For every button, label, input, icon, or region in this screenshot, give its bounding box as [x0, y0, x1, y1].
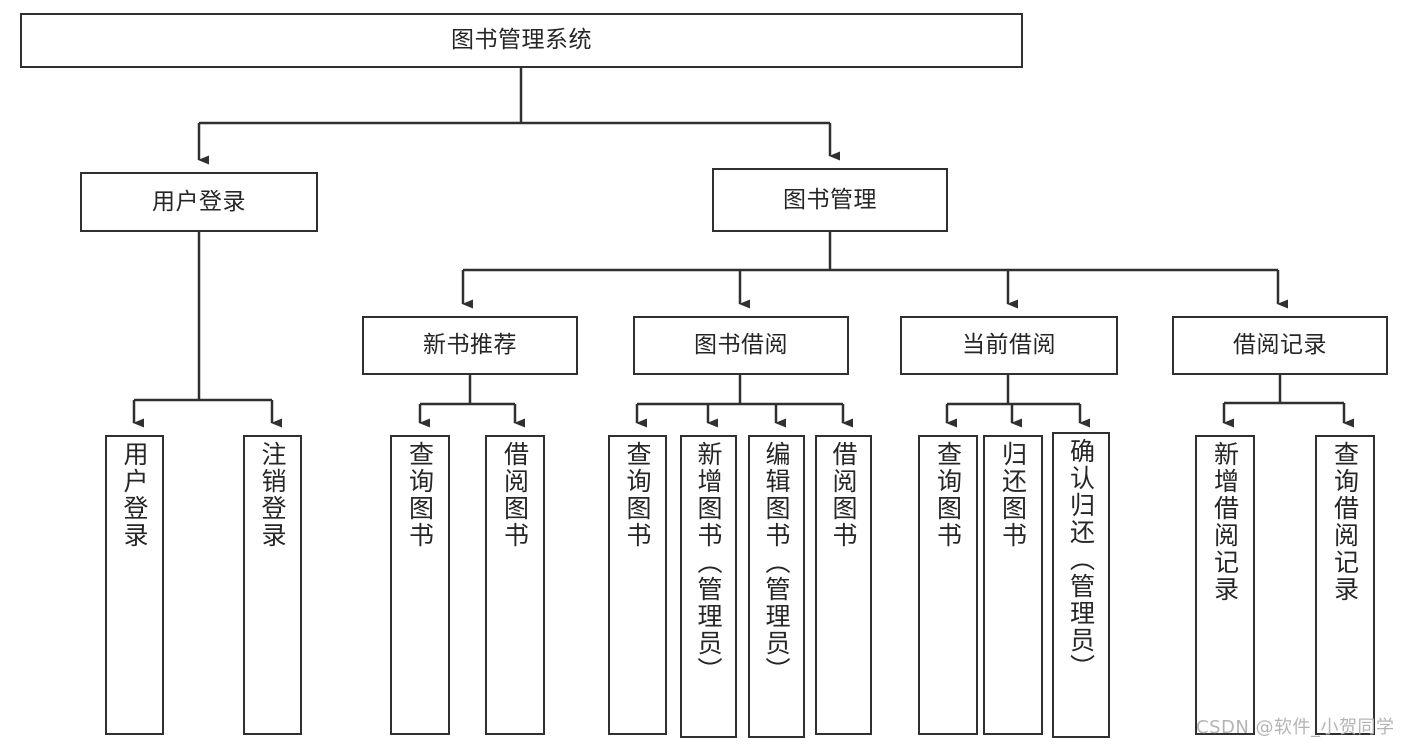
node-new-book-recommend[interactable]: 新书推荐	[362, 316, 578, 375]
node-label: 新书推荐	[423, 332, 517, 359]
leaf-add-book[interactable]: 新增图书（管理员）	[680, 435, 737, 738]
node-label: 新增借阅记录	[1210, 441, 1240, 603]
node-label: 借阅图书	[500, 441, 530, 549]
leaf-query-book-current[interactable]: 查询图书	[918, 435, 978, 735]
node-label: 图书借阅	[694, 332, 788, 359]
node-label: 用户登录	[120, 441, 149, 549]
leaf-query-book-recommend[interactable]: 查询图书	[390, 435, 450, 735]
node-label: 图书管理	[783, 186, 877, 213]
node-root-system[interactable]: 图书管理系统	[20, 13, 1023, 68]
node-label: 新增图书（管理员）	[694, 441, 723, 684]
node-label: 查询图书	[623, 441, 652, 549]
node-label: 用户登录	[152, 188, 246, 215]
node-book-borrow[interactable]: 图书借阅	[633, 316, 849, 375]
node-label: 归还图书	[998, 441, 1028, 549]
node-label: 查询图书	[933, 441, 963, 549]
leaf-edit-book[interactable]: 编辑图书（管理员）	[748, 435, 805, 738]
node-label: 编辑图书（管理员）	[762, 441, 791, 684]
node-current-borrow[interactable]: 当前借阅	[900, 316, 1118, 375]
leaf-return-book[interactable]: 归还图书	[983, 435, 1043, 735]
leaf-borrow-book-recommend[interactable]: 借阅图书	[485, 435, 545, 735]
leaf-user-logout[interactable]: 注销登录	[243, 435, 302, 735]
csdn-watermark: CSDN @软件_小贺同学	[1196, 717, 1395, 738]
node-label: 注销登录	[258, 441, 287, 549]
node-label: 借阅记录	[1233, 332, 1327, 359]
leaf-add-record[interactable]: 新增借阅记录	[1195, 435, 1255, 735]
leaf-query-book-borrow[interactable]: 查询图书	[608, 435, 667, 735]
leaf-user-login[interactable]: 用户登录	[105, 435, 164, 735]
node-book-management[interactable]: 图书管理	[712, 168, 948, 232]
node-label: 图书管理系统	[451, 27, 592, 54]
node-label: 查询图书	[405, 441, 435, 549]
node-user-login[interactable]: 用户登录	[80, 172, 318, 232]
node-label: 确认归还（管理员）	[1066, 438, 1096, 681]
leaf-borrow-book[interactable]: 借阅图书	[815, 435, 872, 735]
node-borrow-record[interactable]: 借阅记录	[1172, 316, 1388, 375]
leaf-query-record[interactable]: 查询借阅记录	[1315, 435, 1375, 735]
node-label: 当前借阅	[962, 332, 1056, 359]
leaf-confirm-return[interactable]: 确认归还（管理员）	[1052, 432, 1110, 738]
node-label: 查询借阅记录	[1330, 441, 1360, 603]
node-label: 借阅图书	[829, 441, 858, 549]
